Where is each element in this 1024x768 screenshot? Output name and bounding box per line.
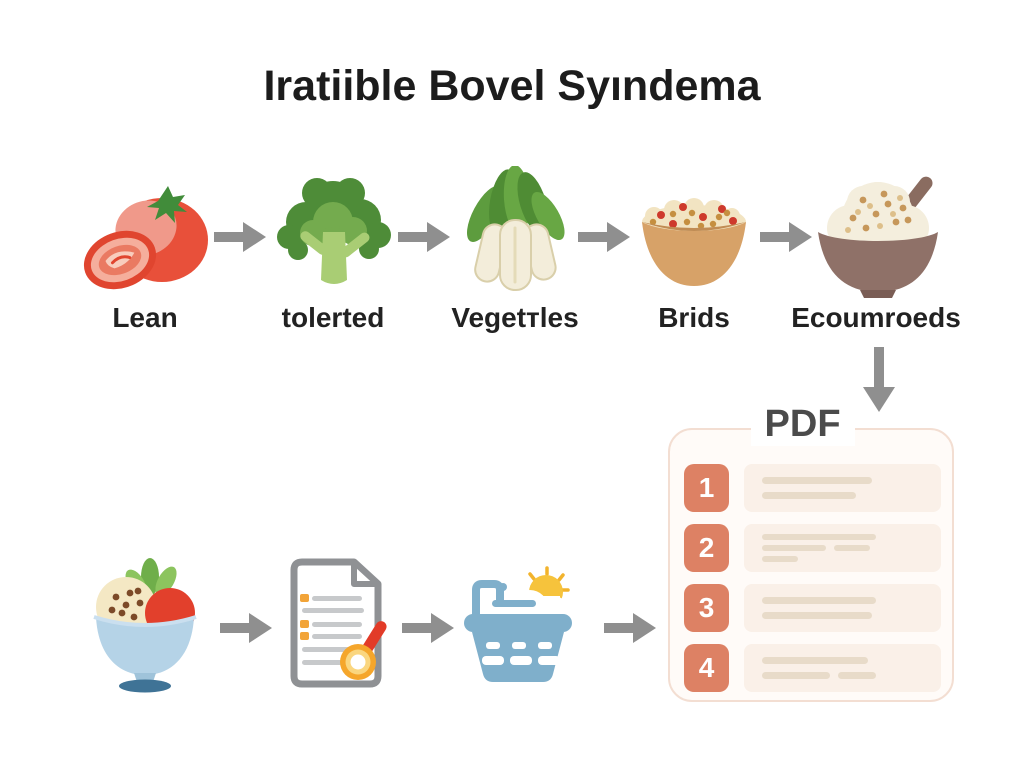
pdf-list-item-1: 1 [684,464,941,512]
item-number-badge: 2 [684,524,729,572]
pdf-panel: PDF 1 2 3 4 [668,403,954,702]
stage-label-brids: Brids [658,302,730,333]
arrow-right-icon [214,222,266,252]
bok-choy-icon [466,166,565,291]
stage-label-ecoumroeds: Ecoumroeds [791,302,961,333]
arrow-right-icon [220,613,272,643]
grain-bowl-icon [642,198,746,286]
pdf-title: PDF [750,403,855,446]
shopping-basket-icon [464,566,572,682]
arrow-right-icon [398,222,450,252]
item-text-placeholder [744,644,941,692]
arrow-down-icon [863,347,895,412]
item-number-badge: 1 [684,464,729,512]
arrow-right-icon [578,222,630,252]
page-title: Iratiible Bovel Syındema [263,62,761,110]
pdf-list-item-2: 2 [684,524,941,572]
arrow-right-icon [604,613,656,643]
item-number-badge: 4 [684,644,729,692]
rice-bowl-icon [818,176,938,298]
item-text-placeholder [744,584,941,632]
item-number-badge: 3 [684,584,729,632]
document-checklist-icon [290,558,387,688]
stage-label-tolerted: tolerted [281,302,385,333]
stage-label-lean: Lean [112,302,178,333]
item-text-placeholder [744,464,941,512]
arrow-right-icon [760,222,812,252]
arrow-right-icon [402,613,454,643]
fruit-bowl-icon [93,558,197,693]
tomato-icon [83,186,208,290]
stage-label-vegetables: Vegetтles [451,302,579,333]
pdf-list-item-4: 4 [684,644,941,692]
item-text-placeholder [744,524,941,572]
broccoli-icon [277,178,391,284]
pdf-list-item-3: 3 [684,584,941,632]
